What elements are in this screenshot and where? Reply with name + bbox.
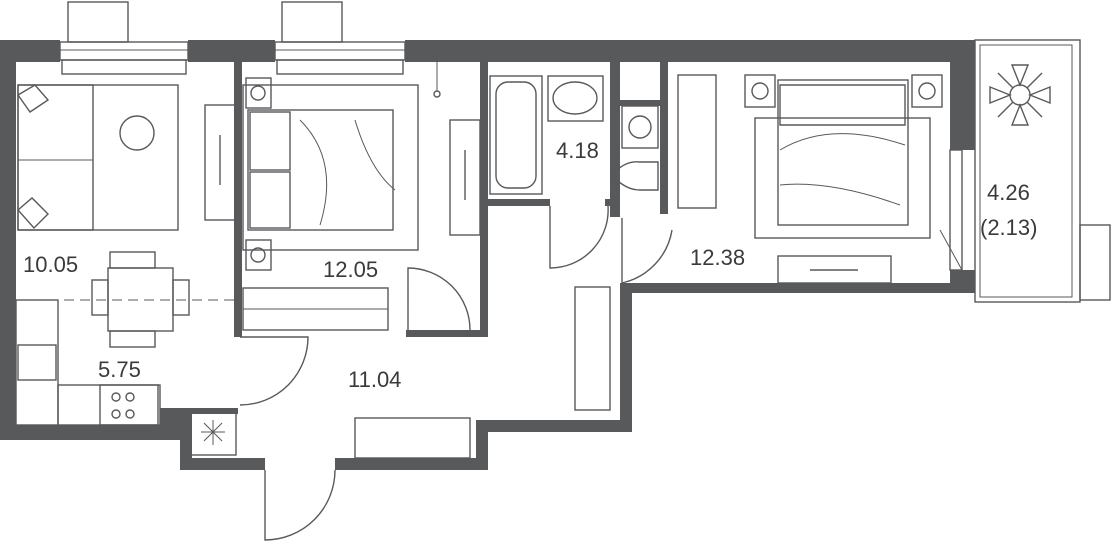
area-balcony-reduced: (2.13) xyxy=(980,215,1037,240)
area-bedroom-2: 12.38 xyxy=(690,245,745,270)
door-bathroom[interactable] xyxy=(549,205,609,269)
wardrobe-2 xyxy=(677,74,717,209)
area-balcony: 4.26 xyxy=(987,180,1030,205)
tv-stand-2 xyxy=(777,255,892,284)
plant-icon xyxy=(989,64,1051,126)
area-hallway: 11.04 xyxy=(348,367,401,392)
window-living xyxy=(59,1,189,75)
door-bedroom-2[interactable] xyxy=(621,218,673,284)
area-bedroom-1: 12.05 xyxy=(323,257,378,282)
bed-1 xyxy=(242,77,419,271)
area-bathroom: 4.18 xyxy=(556,138,599,163)
kitchen-units xyxy=(15,299,237,456)
window-bedroom-1 xyxy=(274,1,406,75)
bed-2 xyxy=(744,74,943,239)
dresser xyxy=(449,119,481,236)
area-living: 10.05 xyxy=(23,252,78,277)
entrance-door[interactable] xyxy=(264,469,336,541)
door-kitchen[interactable] xyxy=(239,336,309,406)
door-bedroom-1[interactable] xyxy=(407,267,471,331)
bathroom-fixtures xyxy=(489,75,659,195)
sofa xyxy=(16,84,179,231)
wardrobe-hall xyxy=(574,286,611,411)
area-kitchen: 5.75 xyxy=(98,357,141,382)
tv-stand xyxy=(204,104,236,221)
balcony xyxy=(949,39,1111,303)
wardrobe-hall-2 xyxy=(354,417,471,459)
wardrobe-1 xyxy=(242,287,389,331)
walls xyxy=(0,40,975,470)
